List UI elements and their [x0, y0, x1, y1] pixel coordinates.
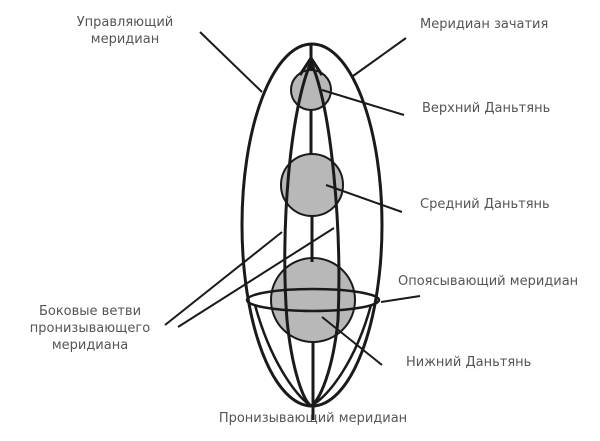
- lower-rib-right: [310, 304, 373, 408]
- label-line: пронизывающего: [29, 321, 151, 336]
- leader-conception: [352, 37, 407, 77]
- label-line: меридиан: [90, 32, 160, 47]
- leader-lower: [321, 316, 383, 366]
- leader-branch-1: [164, 231, 283, 326]
- label-upper-dantian: Верхний Даньтянь: [422, 101, 551, 116]
- lower-rib-left: [253, 304, 312, 408]
- label-lower-dantian: Нижний Даньтянь: [406, 355, 532, 370]
- leader-middle: [325, 184, 403, 213]
- leader-governing: [199, 31, 263, 93]
- inner-lens-right: [309, 61, 341, 408]
- label-conception-meridian: Меридиан зачатия: [420, 17, 549, 32]
- label-line: Управляющий: [76, 15, 174, 30]
- label-girdle-meridian: Опоясывающий меридиан: [398, 274, 579, 289]
- leader-girdle: [380, 295, 421, 303]
- leader-branch-2: [177, 227, 335, 328]
- label-line: меридиана: [51, 338, 129, 353]
- label-middle-dantian: Средний Даньтянь: [420, 197, 550, 212]
- leader-upper: [321, 89, 405, 116]
- label-line: Боковые ветви: [38, 304, 142, 319]
- label-penetrating-meridian: Пронизывающий меридиан: [218, 411, 408, 426]
- label-governing-meridian: Управляющий меридиан: [70, 14, 180, 48]
- label-lateral-branches: Боковые ветви пронизывающего меридиана: [20, 303, 160, 354]
- inner-lens-left: [283, 61, 313, 408]
- girdle-ellipse: [245, 287, 381, 313]
